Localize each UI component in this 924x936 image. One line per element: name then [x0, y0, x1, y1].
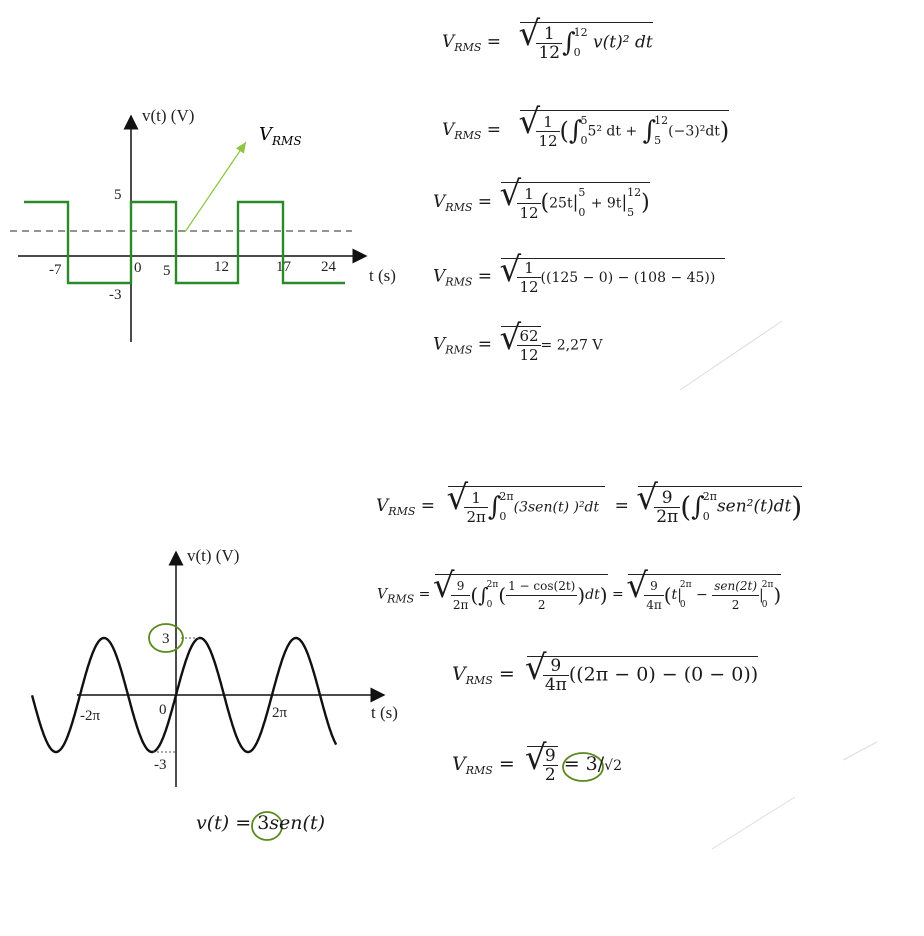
- x-tick-17: 17: [276, 259, 292, 275]
- sine-wave-signal: [30, 636, 338, 754]
- x-axis-label: t (s): [371, 703, 398, 722]
- eq-top-line4: VRMS = 112((125 − 0) − (108 − 45)): [433, 253, 726, 296]
- eq-top-line1: VRMS = 112∫120 v(t)² dt: [442, 17, 653, 63]
- eq-bottom-line3: VRMS = 94π((2π − 0) − (0 − 0)): [452, 651, 759, 694]
- x-tick-0: 0: [134, 260, 142, 276]
- y-axis-label: v(t) (V): [187, 546, 239, 565]
- x-tick-2pi: 2π: [272, 705, 288, 721]
- y-axis-label: v(t) (V): [142, 106, 194, 125]
- decor-stroke: [711, 796, 796, 850]
- x-tick-12: 12: [214, 259, 229, 275]
- rms-pointer-arrow: [184, 141, 247, 233]
- eq-bottom-line4: VRMS = 92 = 3/√2: [452, 741, 622, 784]
- y-tick-5: 5: [114, 187, 122, 203]
- amplitude-highlight-circle: [148, 623, 184, 653]
- decor-stroke: [842, 741, 878, 761]
- square-wave-signal: [24, 200, 345, 285]
- y-tick-3: 3: [162, 631, 170, 647]
- eq-bottom-line2: VRMS = 92π(∫2π0(1 − cos(2t)2)dt) = 94π(t…: [377, 569, 782, 615]
- y-tick-neg3: -3: [109, 287, 122, 303]
- sine-formula: v(t) = 3sen(t): [196, 812, 325, 834]
- x-axis-label: t (s): [369, 266, 396, 285]
- x-tick-5: 5: [163, 263, 171, 279]
- decor-stroke: [679, 320, 783, 391]
- rms-label: VRMS: [259, 124, 302, 148]
- square-wave-graph: VRMS v(t) (V) t (s) 5 -3 -7 0 5 12 17 24: [10, 106, 396, 342]
- x-tick-0: 0: [159, 702, 167, 718]
- formula-amplitude-circle: [251, 811, 283, 841]
- x-tick-24: 24: [321, 259, 337, 275]
- y-tick-neg3: -3: [154, 757, 167, 773]
- eq-top-line3: VRMS = 112(25t|50 + 9t|125): [433, 177, 650, 223]
- sine-wave-graph: 3 -3 -2π 0 2π v(t) (V) t (s): [30, 546, 398, 841]
- x-tick-neg2pi: -2π: [80, 708, 100, 724]
- x-tick-neg7: -7: [49, 262, 62, 278]
- result-highlight-circle: [562, 752, 604, 782]
- eq-bottom-line1: VRMS = 12π∫2π0(3sen(t) )²dt = 92π(∫2π0se…: [376, 481, 803, 527]
